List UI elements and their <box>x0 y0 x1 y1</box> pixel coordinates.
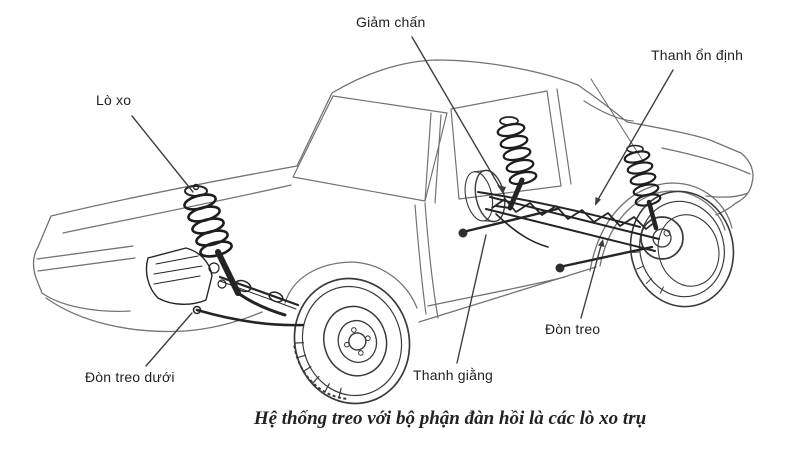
drive-axle <box>218 275 300 307</box>
lower-control-arm <box>195 308 305 327</box>
leader-don-treo <box>580 241 603 319</box>
rear-right-strut-body <box>646 199 659 231</box>
label-stabilizer-bar: Thanh ổn định <box>651 47 744 63</box>
label-strut-rod: Thanh giằng <box>413 367 494 383</box>
label-lower-control-arm: Đòn treo dưới <box>85 369 175 385</box>
car-windows <box>292 88 634 319</box>
strut-rod <box>458 207 559 238</box>
label-shock-absorber: Giảm chấn <box>356 14 426 30</box>
front-coil-spring <box>183 193 233 258</box>
leader-thanh-giang <box>456 234 487 364</box>
rear-suspension <box>458 116 662 273</box>
leader-thanh-on-dinh <box>595 69 674 204</box>
car-body-outline <box>32 59 754 333</box>
label-coil-spring: Lò xo <box>96 92 132 108</box>
stabilizer-bar <box>477 191 641 228</box>
leader-don-treo-duoi <box>145 312 193 367</box>
front-tire-tread <box>293 342 347 400</box>
figure-caption: Hệ thống treo với bộ phận đàn hồi là các… <box>253 408 647 429</box>
rear-left-coil-spring <box>496 122 538 186</box>
front-wheel <box>293 277 411 405</box>
label-trailing-arm: Đòn treo <box>545 321 601 337</box>
leader-giam-chan <box>411 36 503 192</box>
leader-lines <box>131 36 674 367</box>
rear-axle-beam <box>485 196 660 252</box>
trailing-arm <box>555 245 654 273</box>
rear-right-coil-spring <box>623 150 662 207</box>
front-suspension <box>145 183 305 327</box>
leader-lo-xo <box>131 115 194 193</box>
